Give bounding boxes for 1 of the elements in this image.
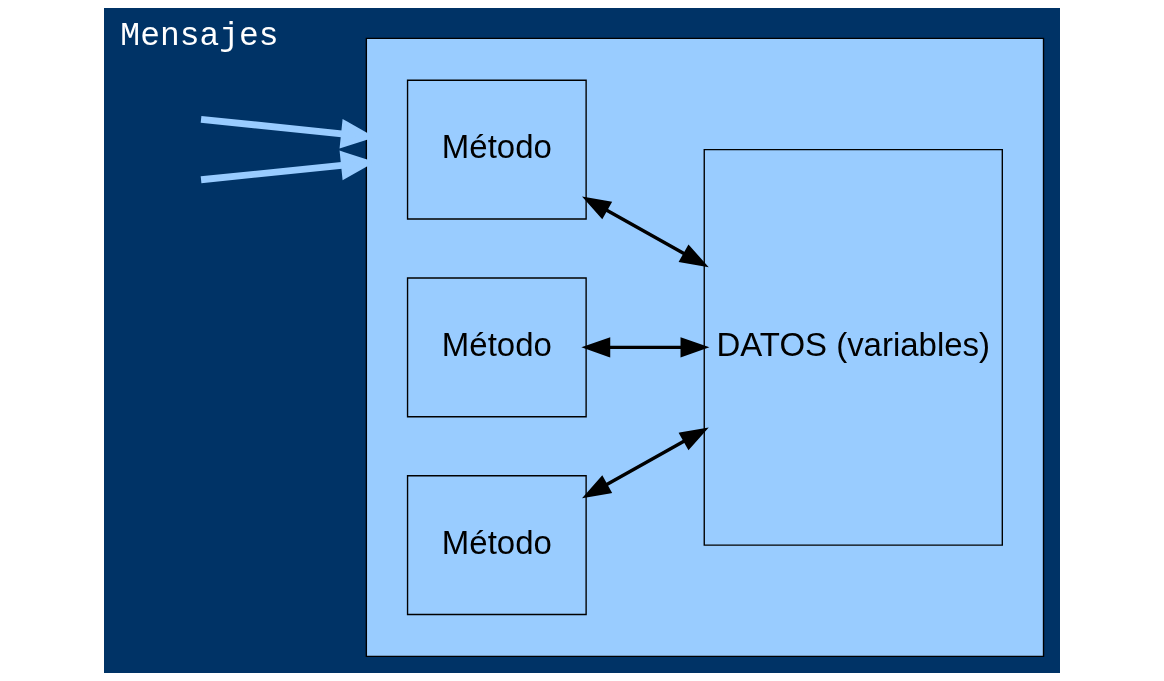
label: Mensajes xyxy=(120,18,279,56)
